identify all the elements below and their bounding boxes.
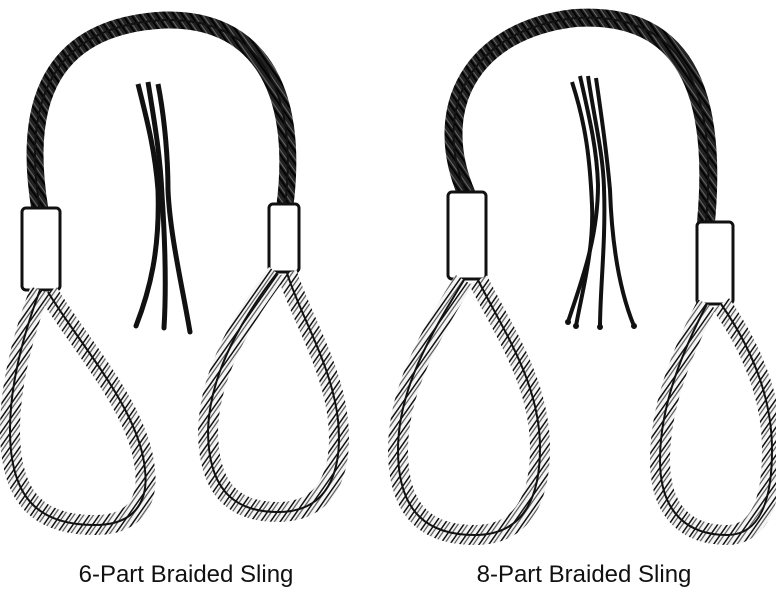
six-part-caption: 6-Part Braided Sling (42, 561, 330, 589)
six-part-left-sleeve (22, 208, 60, 290)
six-part-left-eye (10, 290, 146, 525)
six-part-right-eye-outline (208, 273, 339, 512)
eight-part-left-eye-outline (398, 280, 540, 535)
eight-part-right-sleeve (697, 222, 733, 304)
eight-part-strand-detail (565, 76, 637, 330)
eight-part-caption: 8-Part Braided Sling (434, 561, 734, 589)
six-part-sling (10, 20, 339, 525)
eight-part-sling (398, 18, 772, 535)
eight-part-left-eye (398, 280, 540, 535)
eight-part-left-sleeve (448, 192, 486, 279)
six-part-right-sleeve (269, 204, 299, 272)
six-part-right-eye (208, 273, 339, 512)
six-part-strand-detail (134, 82, 193, 335)
eight-part-right-eye (660, 304, 772, 535)
